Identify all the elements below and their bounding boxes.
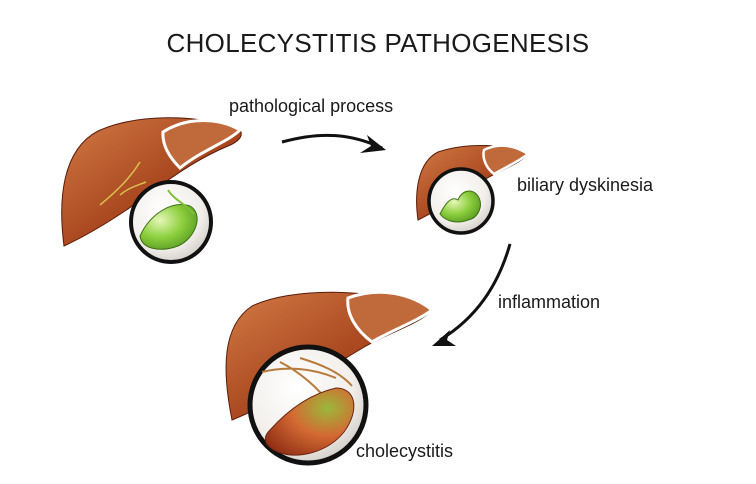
pathological-process-label: pathological process <box>229 96 394 116</box>
healthy-gallbladder-icon <box>139 204 198 250</box>
dyskinesia-gallbladder-icon <box>439 190 481 223</box>
inflammation-label: inflammation <box>498 292 601 312</box>
arrow-inflammation <box>439 243 512 342</box>
cholecystitis-label: cholecystitis <box>356 441 454 461</box>
diagram-title: CHOLECYSTITIS PATHOGENESIS <box>166 28 590 58</box>
biliary-dyskinesia-label: biliary dyskinesia <box>517 175 654 195</box>
dyskinesia-liver-group <box>416 144 531 235</box>
cholecystitis-liver-group <box>225 290 435 466</box>
healthy-liver-group <box>61 117 243 264</box>
cholecystitis-gallbladder-icon <box>264 387 355 456</box>
arrow-pathological-process <box>281 133 383 150</box>
